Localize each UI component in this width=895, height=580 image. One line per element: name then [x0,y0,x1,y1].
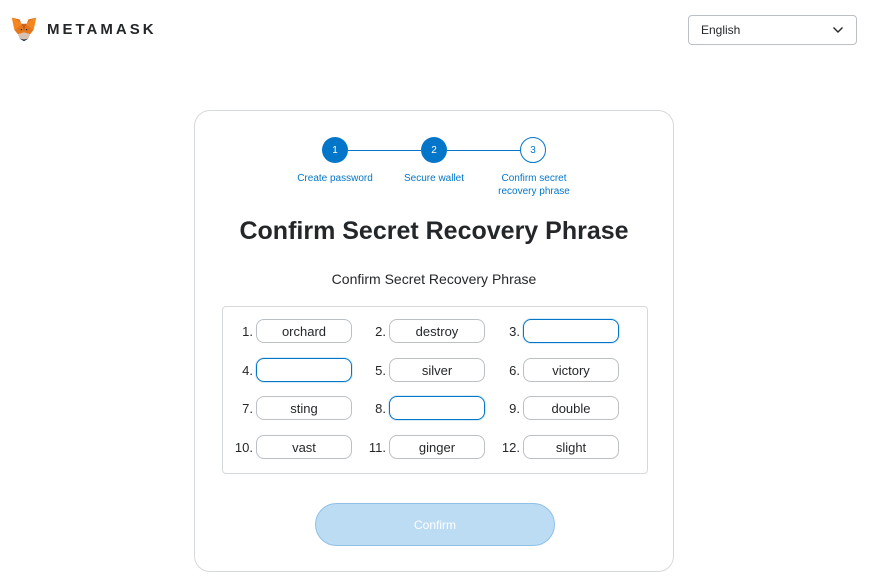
confirm-phrase-card: 1 Create password 2 Secure wallet 3 Conf… [194,110,674,572]
page-title: Confirm Secret Recovery Phrase [239,217,629,245]
step-3-label: Confirm secret recovery phrase [498,173,570,197]
word-number: 8. [375,400,386,416]
word-number: 4. [242,362,253,378]
phrase-word-8: 8. [359,396,485,420]
step-1-label: Create password [297,173,373,184]
word-number: 5. [375,362,386,378]
phrase-word-12: 12.slight [493,435,619,459]
phrase-word-10: 10.vast [226,435,352,459]
page-subtitle: Confirm Secret Recovery Phrase [331,271,537,287]
word-number: 7. [242,400,253,416]
word-chip: vast [256,435,352,459]
word-chip: ginger [389,435,485,459]
word-chip: double [523,396,619,420]
word-chip: destroy [389,319,485,343]
word-input-8[interactable] [389,396,485,420]
language-selected-value: English [701,23,741,37]
language-select[interactable]: English [688,15,857,45]
metamask-logo: METAMASK [10,15,157,43]
word-chip: slight [523,435,619,459]
step-1-number: 1 [332,144,338,156]
word-chip: sting [256,396,352,420]
word-input-4[interactable] [256,358,352,382]
step-3-number: 3 [530,144,536,156]
phrase-word-6: 6.victory [493,358,619,382]
word-number: 3. [509,323,520,339]
phrase-word-7: 7.sting [226,396,352,420]
word-number: 12. [501,439,520,455]
word-number: 11. [368,439,386,455]
recovery-phrase-grid: 1.orchard 2.destroy 3. 4. 5.silver 6.victory 7… [222,306,648,474]
step-2-label: Secure wallet [403,173,465,184]
word-input-3[interactable] [523,319,619,343]
word-chip: silver [389,358,485,382]
confirm-button[interactable]: Confirm [315,503,555,546]
phrase-word-9: 9.double [493,396,619,420]
step-2-number: 2 [431,144,437,156]
word-number: 2. [375,323,386,339]
word-number: 1. [242,323,253,339]
phrase-word-4: 4. [226,358,352,382]
phrase-word-11: 11.ginger [359,435,485,459]
onboarding-stepper: 1 Create password 2 Secure wallet 3 Conf… [195,137,673,217]
word-chip: orchard [256,319,352,343]
word-number: 9. [509,400,520,416]
word-chip: victory [523,358,619,382]
phrase-word-2: 2.destroy [359,319,485,343]
step-3-circle: 3 [520,137,546,163]
step-1-circle: 1 [322,137,348,163]
step-connector [348,150,421,151]
step-2-circle: 2 [421,137,447,163]
phrase-word-1: 1.orchard [226,319,352,343]
chevron-down-icon [833,27,843,33]
step-connector [447,150,520,151]
word-number: 6. [509,362,520,378]
brand-name: METAMASK [47,20,157,38]
phrase-word-5: 5.silver [359,358,485,382]
phrase-word-3: 3. [493,319,619,343]
fox-icon [11,17,37,42]
word-number: 10. [234,439,253,455]
